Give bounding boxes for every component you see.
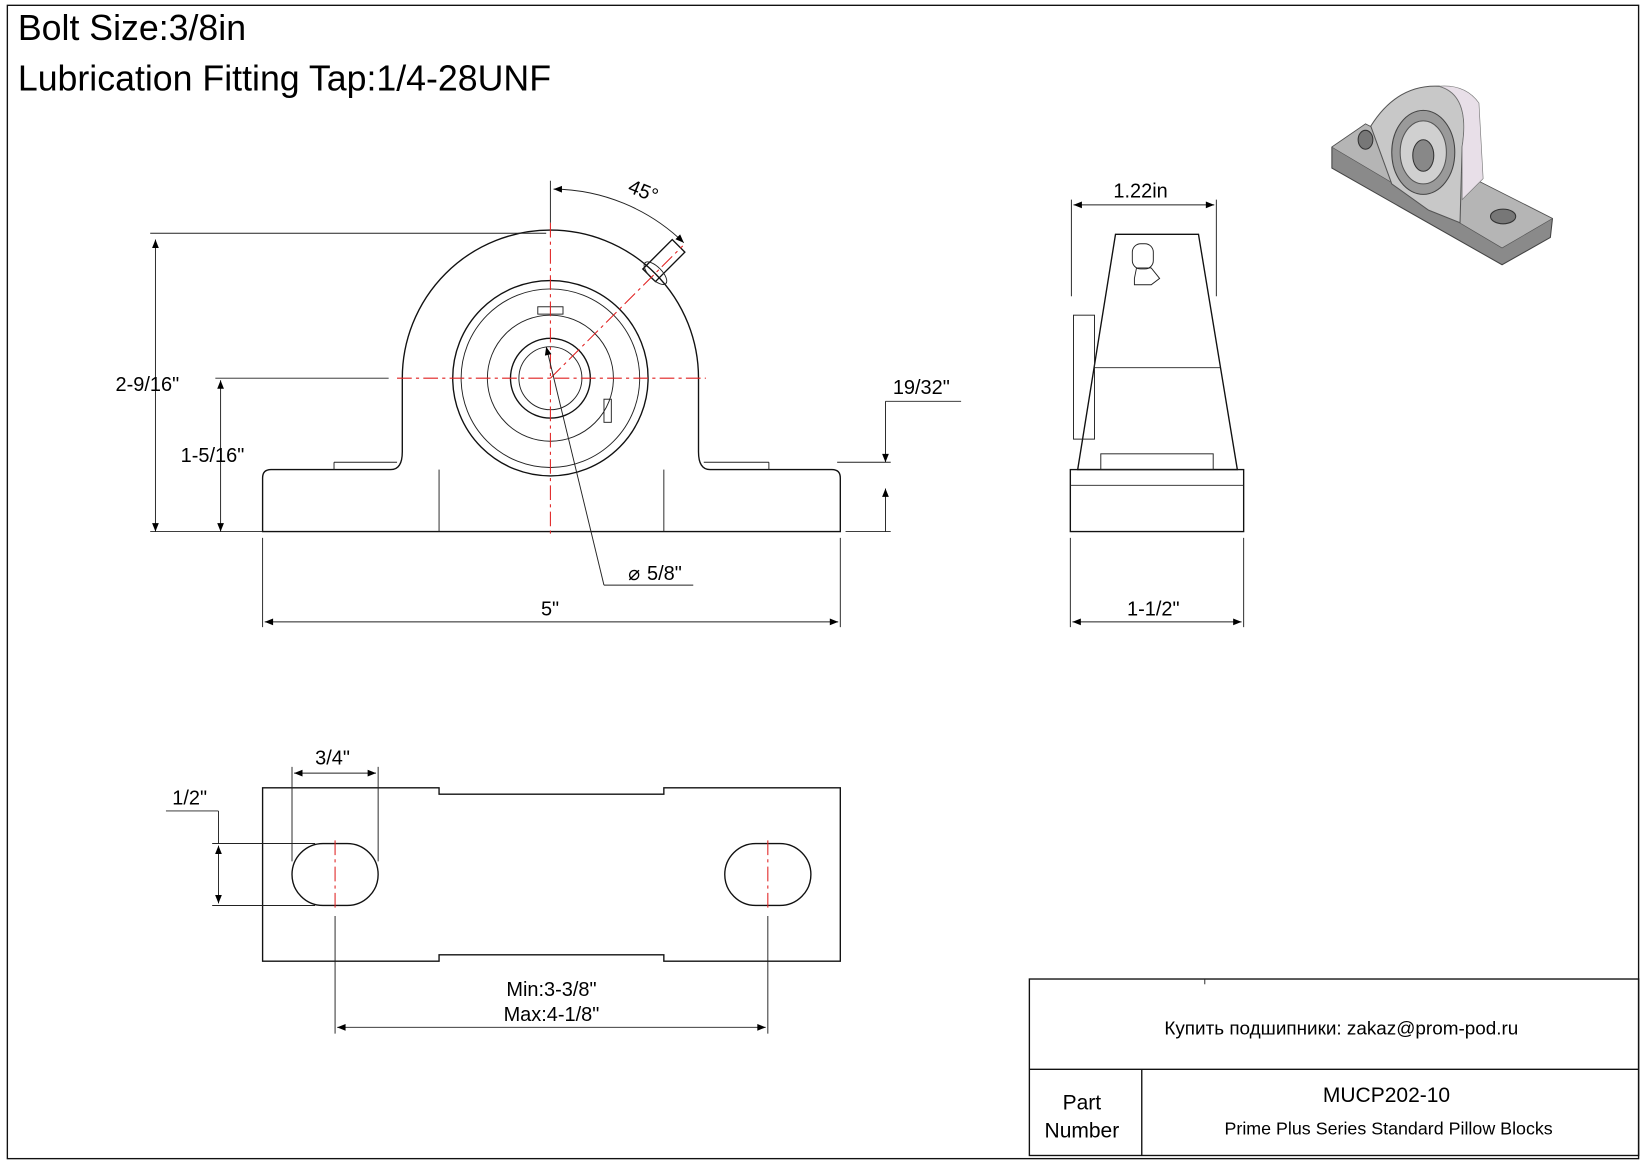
- title-block: Купить подшипники: zakaz@prom-pod.ru Par…: [1028, 978, 1640, 1157]
- length-dim: 5": [541, 599, 559, 621]
- bolt-spacing-min: Min:3-3/8": [506, 979, 596, 1001]
- bore-dim: 5/8": [647, 563, 682, 585]
- bolt-spacing-max: Max:4-1/8": [504, 1004, 600, 1026]
- overall-height-dim: 2-9/16": [116, 374, 180, 396]
- drawing-border: [6, 4, 1640, 1160]
- center-height-dim: 1-5/16": [181, 445, 245, 467]
- slot-width-dim: 1/2": [172, 788, 207, 810]
- base-thickness-dim: 19/32": [893, 377, 950, 399]
- angle-dim: 45°: [625, 176, 661, 208]
- base-width-dim: 1-1/2": [1127, 599, 1180, 621]
- isometric-render: [1331, 85, 1554, 266]
- slot-length-dim: 3/4": [315, 748, 350, 770]
- bolt-size-label: Bolt Size:3/8in: [18, 8, 246, 48]
- contact-text: Купить подшипники: zakaz@prom-pod.ru: [1164, 1019, 1518, 1040]
- part-label-line2: Number: [1045, 1120, 1120, 1143]
- bore-diameter-symbol: ⌀: [628, 563, 640, 585]
- part-label-line1: Part: [1063, 1091, 1102, 1114]
- lube-tap-label: Lubrication Fitting Tap:1/4-28UNF: [18, 58, 551, 98]
- side-view: 1.22in 1-1/2": [1069, 181, 1245, 628]
- top-view: 3/4" 1/2" Min:3-3/8" Max:4-1/8": [165, 748, 841, 1034]
- part-description: Prime Plus Series Standard Pillow Blocks: [1224, 1118, 1552, 1138]
- front-view: 2-9/16" 1-5/16" 19/32" 5" ⌀ 5/8" 45°: [116, 176, 962, 628]
- part-number: MUCP202-10: [1323, 1084, 1450, 1107]
- top-width-dim: 1.22in: [1113, 181, 1167, 203]
